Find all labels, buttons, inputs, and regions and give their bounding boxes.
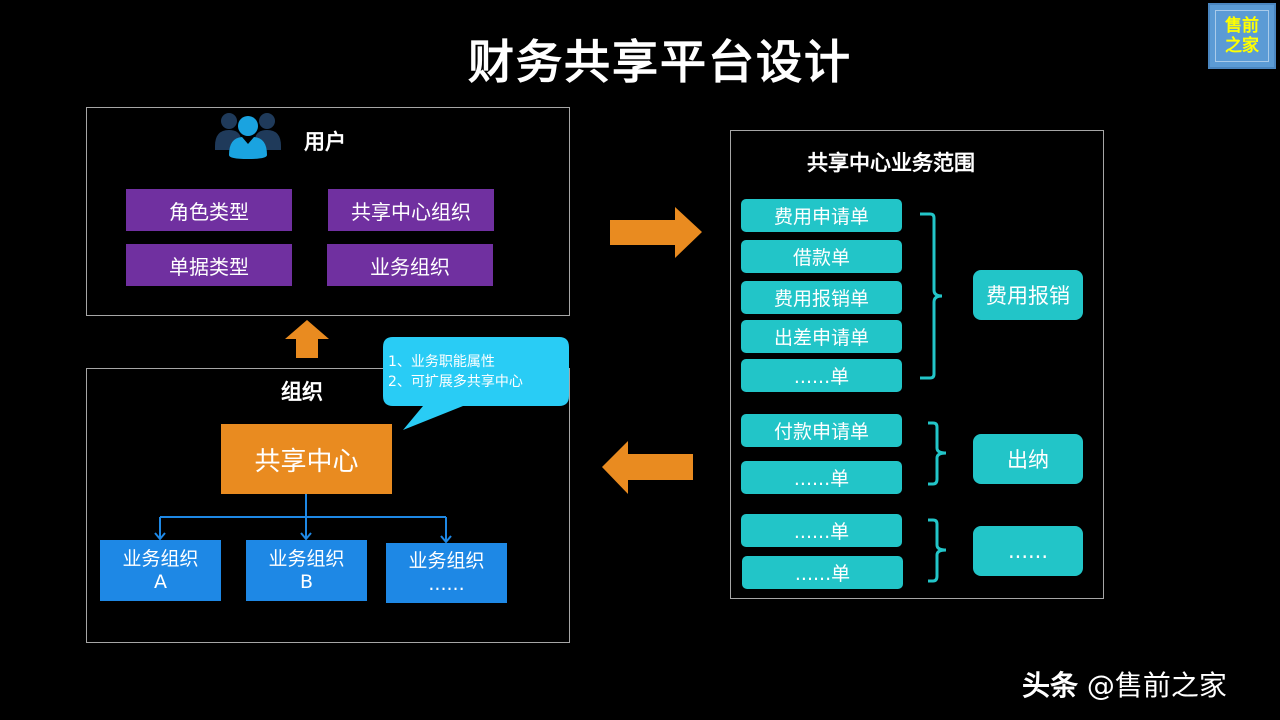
brace-expense	[920, 212, 943, 380]
brace-cashier	[928, 421, 947, 486]
business-org-a-id: A	[154, 570, 167, 593]
business-org-a-label: 业务组织	[122, 547, 199, 570]
callout-text: 1、业务职能属性 2、可扩展多共享中心	[388, 352, 523, 392]
logo-line2: 之家	[1225, 36, 1259, 56]
scope-item-travel-request: 出差申请单	[741, 320, 902, 353]
scope-item-more-1: ......单	[741, 359, 902, 392]
business-org-box: 业务组织	[327, 244, 493, 286]
org-label: 组织	[281, 380, 323, 404]
scope-item-more-4: ......单	[742, 556, 903, 589]
shared-center-org-box: 共享中心组织	[328, 189, 494, 231]
logo-line1: 售前	[1225, 16, 1259, 36]
arrow-left-icon	[602, 441, 693, 494]
document-type-box: 单据类型	[126, 244, 292, 286]
role-type-box: 角色类型	[126, 189, 292, 231]
scope-item-more-3: ......单	[741, 514, 902, 547]
brand-logo: 售前 之家	[1208, 3, 1276, 69]
scope-item-loan: 借款单	[741, 240, 902, 273]
arrow-up-icon	[285, 320, 329, 358]
category-cashier: 出纳	[973, 434, 1083, 484]
scope-item-payment-request: 付款申请单	[741, 414, 902, 447]
business-org-more: 业务组织 ......	[386, 543, 507, 603]
category-expense: 费用报销	[973, 270, 1083, 320]
logo-text: 售前 之家	[1215, 10, 1269, 62]
arrow-right-icon	[610, 207, 702, 258]
users-group-icon	[215, 113, 281, 159]
callout-line-1: 1、业务职能属性	[388, 354, 495, 370]
org-connectors	[154, 494, 452, 544]
scope-panel	[730, 130, 1104, 599]
org-panel	[86, 368, 570, 643]
user-label: 用户	[304, 130, 346, 154]
brace-other	[928, 518, 947, 583]
scope-title: 共享中心业务范围	[807, 151, 975, 175]
business-org-b-id: B	[299, 570, 314, 593]
business-org-more-label: 业务组织	[408, 550, 485, 572]
category-other: ......	[973, 526, 1083, 576]
scope-item-expense-claim: 费用报销单	[741, 281, 902, 314]
business-org-b-label: 业务组织	[268, 547, 345, 570]
callout-line-2: 2、可扩展多共享中心	[388, 374, 523, 390]
watermark-account: @售前之家	[1086, 669, 1227, 702]
business-org-more-id: ......	[428, 573, 465, 595]
business-org-a: 业务组织 A	[100, 540, 221, 601]
watermark-brand: 头条	[1022, 669, 1079, 702]
user-panel	[86, 107, 570, 316]
page-title: 财务共享平台设计	[468, 35, 852, 89]
shared-center-box: 共享中心	[221, 424, 392, 494]
callout-bubble	[383, 337, 569, 430]
watermark: 头条 @售前之家	[1022, 664, 1227, 704]
business-org-b: 业务组织 B	[246, 540, 367, 601]
scope-item-more-2: ......单	[741, 461, 902, 494]
scope-item-expense-request: 费用申请单	[741, 199, 902, 232]
